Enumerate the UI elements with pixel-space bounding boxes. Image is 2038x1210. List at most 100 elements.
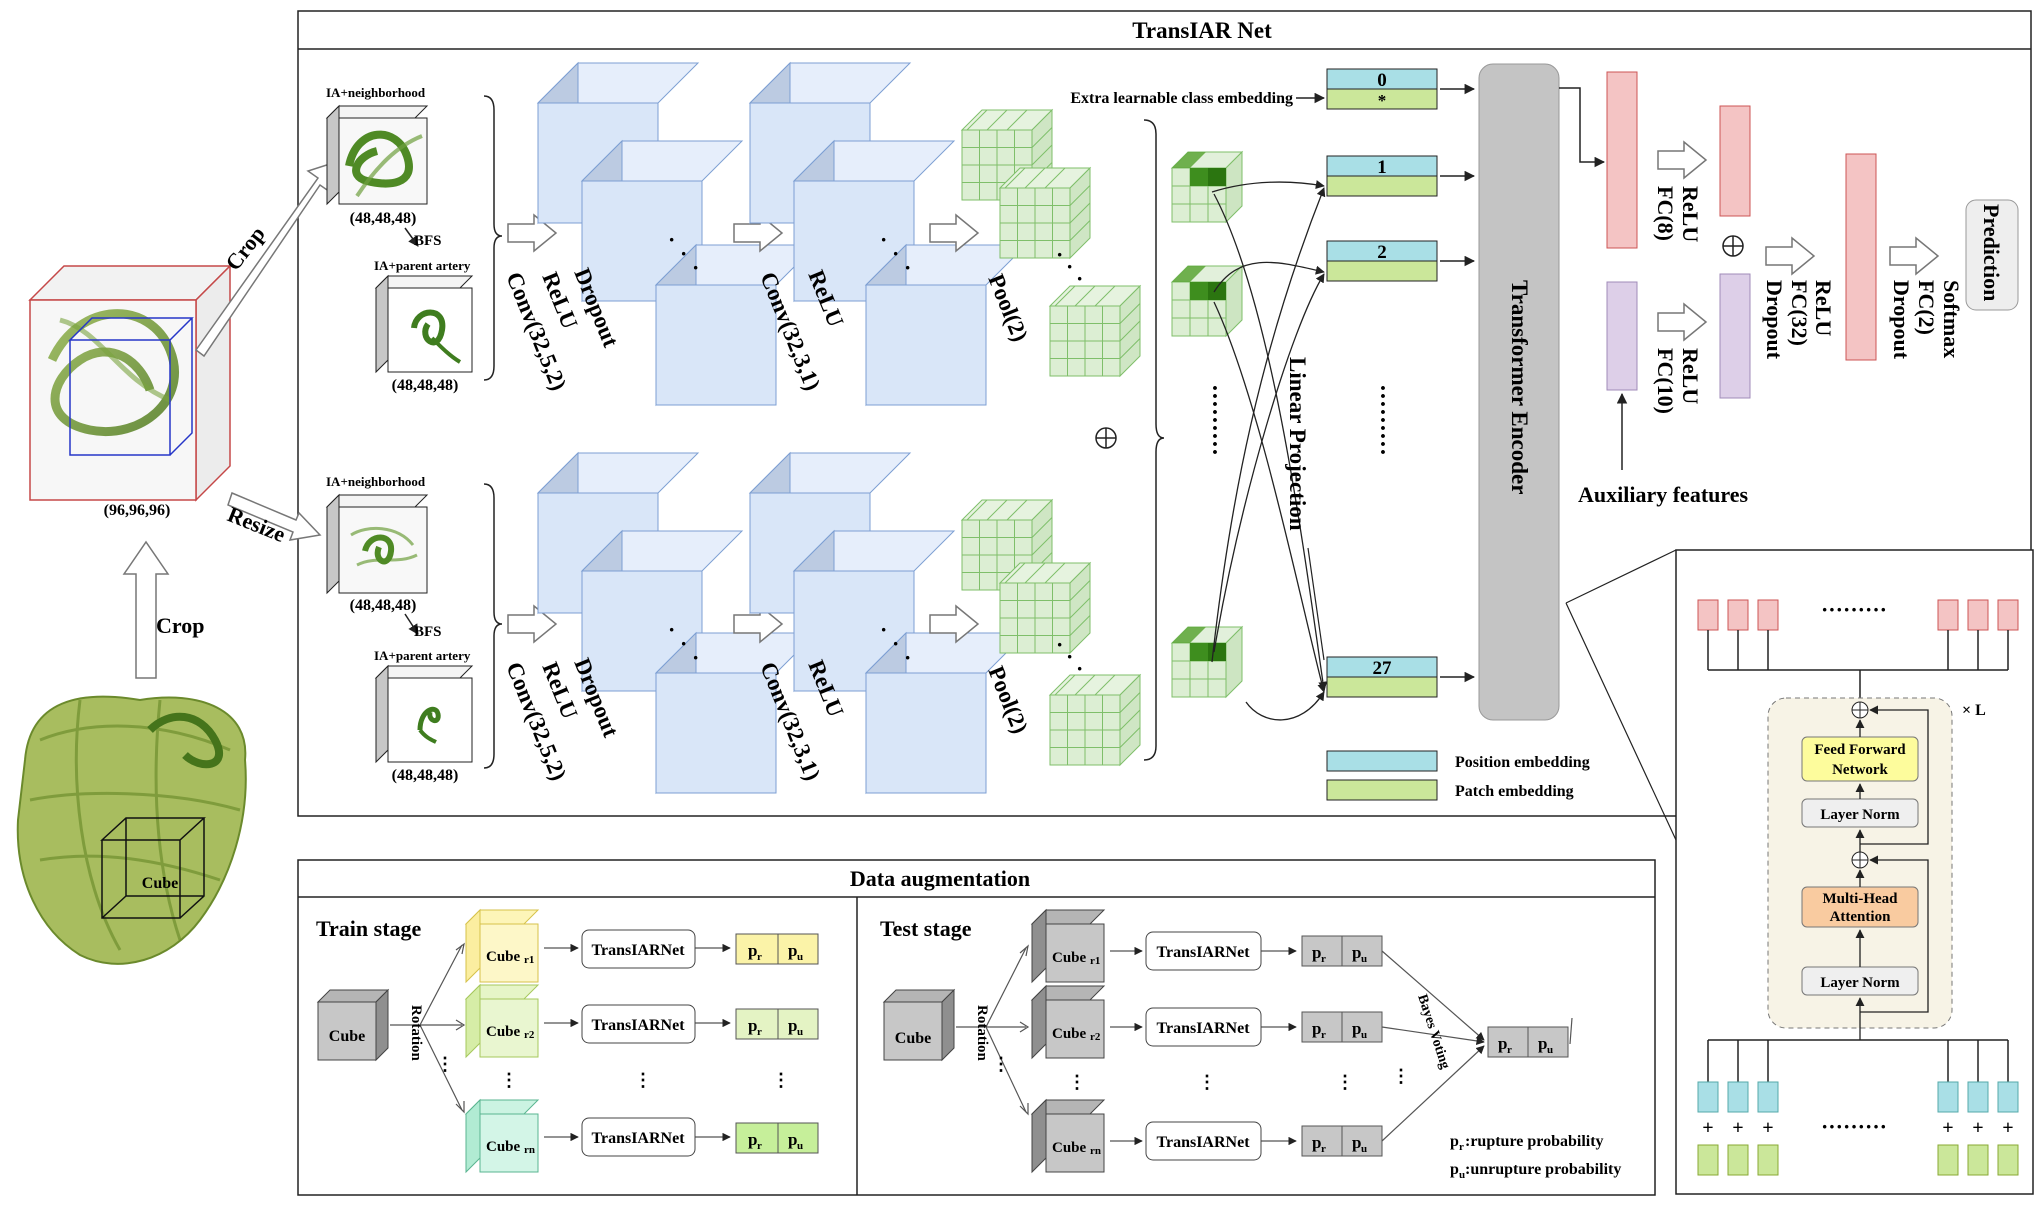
svg-text:⋮: ⋮ — [1336, 1072, 1354, 1092]
train-stage: Cube Rotation ⋮ Cube r1 Cube r2 ⋮ Cube r… — [316, 908, 819, 1174]
svg-text:·: · — [680, 631, 687, 656]
token-to-encoder — [1440, 83, 1476, 683]
token-1: 1 — [1326, 155, 1438, 197]
svg-text:u: u — [1459, 1169, 1465, 1181]
svg-text:·: · — [1076, 266, 1083, 291]
conv2-cubes: · · · — [749, 62, 1027, 406]
test-stage-label: Test stage — [880, 916, 972, 941]
svg-text:p: p — [748, 1130, 757, 1149]
svg-text:r: r — [1459, 1141, 1464, 1153]
svg-text:⋮: ⋮ — [992, 1054, 1010, 1074]
svg-text:·········: ········· — [1821, 597, 1887, 622]
svg-text:·: · — [680, 241, 687, 266]
svg-text:·: · — [880, 617, 887, 642]
svg-text:r1: r1 — [524, 954, 534, 966]
svg-text:Cube: Cube — [1052, 950, 1087, 966]
train-stage-label: Train stage — [316, 916, 422, 941]
mha-label-2: Attention — [1830, 909, 1891, 925]
svg-text:Cube: Cube — [486, 949, 521, 965]
parent-label: IA+parent artery — [374, 648, 471, 663]
head-fc32: FC(32) — [1787, 280, 1812, 346]
patch-cubes: ········· ········· — [1171, 151, 1395, 698]
svg-text:r1: r1 — [1090, 955, 1100, 967]
svg-text:Cube: Cube — [1052, 1140, 1087, 1156]
svg-text:·: · — [1056, 632, 1063, 657]
svg-text:p: p — [788, 1130, 797, 1149]
svg-text:p: p — [1312, 1133, 1321, 1152]
fc10-bar — [1719, 273, 1751, 399]
prediction-box — [1965, 199, 2019, 311]
fc32-bar — [1845, 153, 1877, 361]
svg-text:+: + — [1762, 1117, 1773, 1139]
head-dropout-32: Dropout — [1762, 280, 1787, 360]
concat-symbol — [1095, 427, 1117, 449]
svg-text:u: u — [1361, 953, 1367, 965]
residual-add-mid — [1851, 851, 1869, 869]
svg-text:*: * — [1378, 91, 1387, 110]
conv2-cubes: · · · — [749, 452, 1027, 794]
svg-text:p: p — [1352, 1133, 1361, 1152]
svg-text:·: · — [880, 227, 887, 252]
svg-text:+: + — [2002, 1117, 2013, 1139]
svg-text:⋮: ⋮ — [1392, 1066, 1410, 1086]
svg-text:⋮: ⋮ — [1068, 1072, 1086, 1092]
svg-text:·: · — [668, 617, 675, 642]
head-fc2: FC(2) — [1914, 280, 1939, 335]
svg-text:·: · — [668, 227, 675, 252]
svg-text:r: r — [1321, 1143, 1326, 1155]
svg-text:·: · — [1066, 254, 1073, 279]
resize-arrow — [227, 491, 322, 541]
svg-text:p: p — [788, 1016, 797, 1035]
pool-cubes: · · · — [961, 109, 1141, 377]
svg-text:Rotation: Rotation — [974, 1005, 990, 1061]
svg-text:Position embedding: Position embedding — [1455, 754, 1590, 771]
svg-text:·········: ········· — [1369, 384, 1395, 456]
svg-text:TransIARNet: TransIARNet — [591, 942, 685, 959]
svg-text:u: u — [797, 1026, 803, 1038]
svg-text:p: p — [1352, 943, 1361, 962]
svg-text:Cube: Cube — [486, 1139, 521, 1155]
svg-text:u: u — [1361, 1029, 1367, 1041]
svg-text:·: · — [692, 645, 699, 670]
svg-text:p: p — [1312, 1019, 1321, 1038]
patches-brace — [1143, 119, 1165, 761]
svg-text:r2: r2 — [524, 1029, 535, 1041]
svg-text:r: r — [1321, 1029, 1326, 1041]
svg-text:+: + — [1702, 1117, 1713, 1139]
size-neighborhood: (48,48,48) — [350, 597, 417, 614]
bayes-voting-label: Bayes Voting — [1414, 993, 1452, 1071]
svg-text:+: + — [1732, 1117, 1743, 1139]
layer3-pool: Pool(2) — [983, 271, 1033, 346]
fc8-bar — [1719, 105, 1751, 217]
feed-forward-label-1: Feed Forward — [1814, 742, 1906, 758]
size-parent: (48,48,48) — [392, 767, 459, 784]
svg-text:rn: rn — [524, 1144, 535, 1156]
svg-text:27: 27 — [1373, 658, 1393, 679]
conv1-cubes: · · · — [537, 62, 817, 406]
svg-text:TransIARNet: TransIARNet — [1156, 944, 1250, 961]
svg-text:p: p — [1312, 943, 1321, 962]
svg-text:u: u — [797, 951, 803, 963]
svg-text:·: · — [904, 645, 911, 670]
svg-text:⋮: ⋮ — [436, 1054, 454, 1074]
input-size: (96,96,96) — [104, 502, 171, 519]
svg-text:·: · — [692, 255, 699, 280]
crop-arrow — [194, 160, 337, 358]
svg-text::unrupture probability: :unrupture probability — [1465, 1161, 1621, 1178]
embedding-legend: Position embedding Patch embedding — [1326, 750, 1590, 801]
feed-forward-label-2: Network — [1832, 762, 1888, 778]
svg-text:r: r — [1507, 1044, 1512, 1056]
svg-text:0: 0 — [1377, 70, 1387, 91]
class-embedding-label: Extra learnable class embedding — [1070, 90, 1293, 107]
aux-input-bar — [1606, 281, 1638, 391]
projection-lines — [1211, 180, 1328, 721]
svg-text::rupture probability: :rupture probability — [1465, 1133, 1604, 1150]
svg-text:p: p — [1538, 1034, 1547, 1053]
repeat-times-label: × L — [1962, 702, 1986, 719]
branch-lower: IA+neighborhood (48,48,48) BFS IA+parent… — [325, 452, 1141, 794]
svg-text:p: p — [1450, 1133, 1459, 1150]
transiar-frame — [297, 10, 2032, 817]
bfs-label: BFS — [414, 624, 442, 640]
branch-upper: IA+neighborhood (48,48,48) BFS IA+parent… — [325, 62, 1141, 406]
svg-text:u: u — [1361, 1143, 1367, 1155]
